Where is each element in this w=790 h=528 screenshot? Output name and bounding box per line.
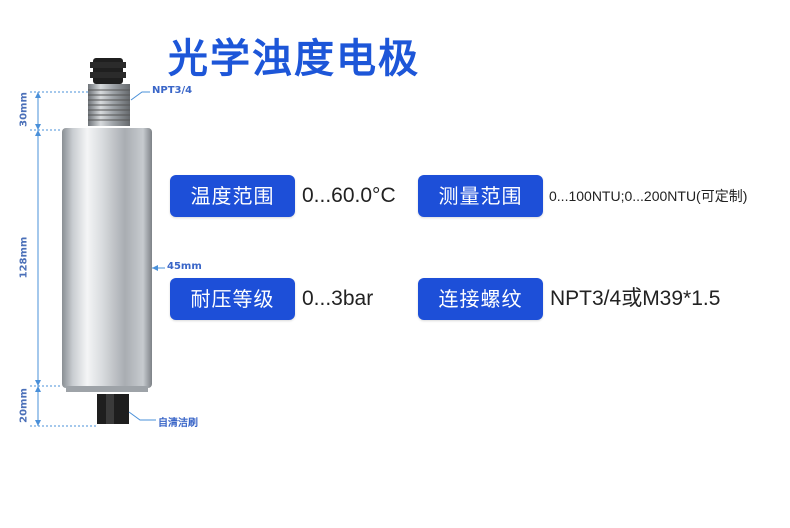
- spec-label-thread: 连接螺纹: [418, 278, 543, 320]
- dimension-body-label: 128mm: [18, 236, 30, 279]
- spec-value-range: 0...100NTU;0...200NTU(可定制): [549, 188, 748, 204]
- electrode-illustration: [30, 58, 165, 427]
- spec-label-pressure: 耐压等级: [170, 278, 295, 320]
- spec-value-pressure: 0...3bar: [302, 287, 374, 310]
- spec-value-temperature: 0...60.0°C: [302, 184, 396, 207]
- diameter-callout: 45mm: [167, 261, 202, 272]
- connector-cap: [93, 58, 123, 84]
- thread-section: [88, 84, 130, 126]
- electrode-body: [62, 128, 152, 388]
- spec-label-temperature: 温度范围: [170, 175, 295, 217]
- spec-value-thread: NPT3/4或M39*1.5: [550, 287, 721, 310]
- thread-callout: NPT3/4: [152, 85, 193, 96]
- spec-label-range: 测量范围: [418, 175, 543, 217]
- dimension-top-label: 30mm: [18, 92, 30, 127]
- brush-callout: 自清洁刷: [158, 418, 198, 429]
- dimension-bottom-label: 20mm: [18, 388, 30, 423]
- page-title: 光学浊度电极: [168, 36, 420, 82]
